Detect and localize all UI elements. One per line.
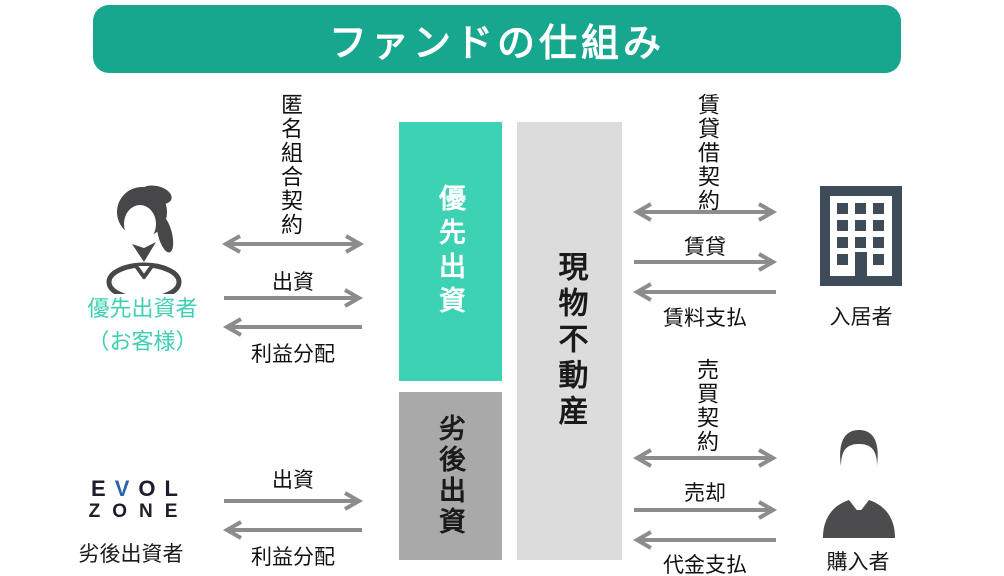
purchaser-entity: [817, 424, 901, 538]
right-arrow-icon: [634, 252, 778, 272]
subordinated-investor-label: 劣後出資者: [78, 543, 184, 566]
logo-v-triangle: V: [114, 476, 139, 501]
page-title: ファンドの仕組み: [328, 22, 665, 65]
left-arrow-icon: [222, 317, 362, 337]
subordinated-equity-label: 劣後出資: [435, 414, 465, 538]
header-banner: ファンドの仕組み: [93, 5, 901, 73]
logo-line2: ZONE: [88, 501, 190, 522]
resident-entity: [820, 186, 902, 286]
priority-investor-icon: [92, 182, 196, 294]
rb-payment-label: 代金支払: [663, 554, 747, 576]
double-arrow-icon: [632, 202, 778, 222]
lb-invest-arrow: [221, 489, 365, 513]
rt-rent-arrow: [631, 280, 779, 304]
lb-distribution-label: 利益分配: [251, 546, 335, 569]
purchaser-label: 購入者: [826, 551, 890, 574]
left-arrow-icon: [632, 530, 776, 550]
physical-property-box: 現物不動産: [517, 122, 622, 560]
priority-equity-box: 優先出資: [399, 122, 502, 381]
logo-line1: EVOL: [91, 476, 187, 501]
lt-invest-arrow: [221, 286, 365, 310]
man-icon: [823, 430, 895, 538]
rt-contract-arrow: [630, 200, 780, 224]
rb-sale-arrow: [631, 498, 779, 522]
lt-contract-arrow: [220, 232, 366, 256]
rt-rent-label: 賃料支払: [663, 307, 747, 330]
lb-distribution-arrow: [221, 518, 365, 542]
sale-contract-label: 売買契約: [694, 358, 719, 454]
rb-payment-arrow: [631, 528, 779, 552]
priority-investor-label: 優先出資者 （お客様）: [55, 292, 230, 358]
woman-icon: [106, 185, 182, 294]
subordinated-equity-box: 劣後出資: [399, 392, 502, 560]
double-arrow-icon: [221, 234, 365, 254]
lt-distribution-arrow: [221, 315, 365, 339]
left-arrow-icon: [632, 282, 776, 302]
resident-label: 入居者: [829, 306, 893, 329]
anonymous-partnership-contract-label: 匿名組合契約: [278, 93, 303, 237]
rb-sale-label: 売却: [684, 482, 726, 505]
lb-invest-label: 出資: [272, 469, 314, 492]
right-arrow-icon: [224, 491, 364, 511]
rt-lease-arrow: [631, 250, 779, 274]
left-arrow-icon: [222, 520, 362, 540]
building-icon: [820, 186, 902, 286]
physical-property-label: 現物不動産: [553, 251, 587, 431]
double-arrow-icon: [632, 448, 778, 468]
evol-zone-logo: EVOL ZONE: [74, 477, 204, 523]
right-arrow-icon: [634, 500, 778, 520]
lease-contract-label: 賃貸借契約: [695, 93, 720, 213]
rt-lease-label: 賃貸: [684, 236, 726, 259]
rb-contract-arrow: [630, 446, 780, 470]
priority-investor-subname: （お客様）: [87, 329, 198, 354]
lt-invest-label: 出資: [272, 271, 314, 294]
right-arrow-icon: [224, 288, 364, 308]
lt-distribution-label: 利益分配: [251, 343, 335, 366]
priority-investor-name: 優先出資者: [87, 296, 198, 321]
priority-equity-label: 優先出資: [435, 183, 465, 320]
